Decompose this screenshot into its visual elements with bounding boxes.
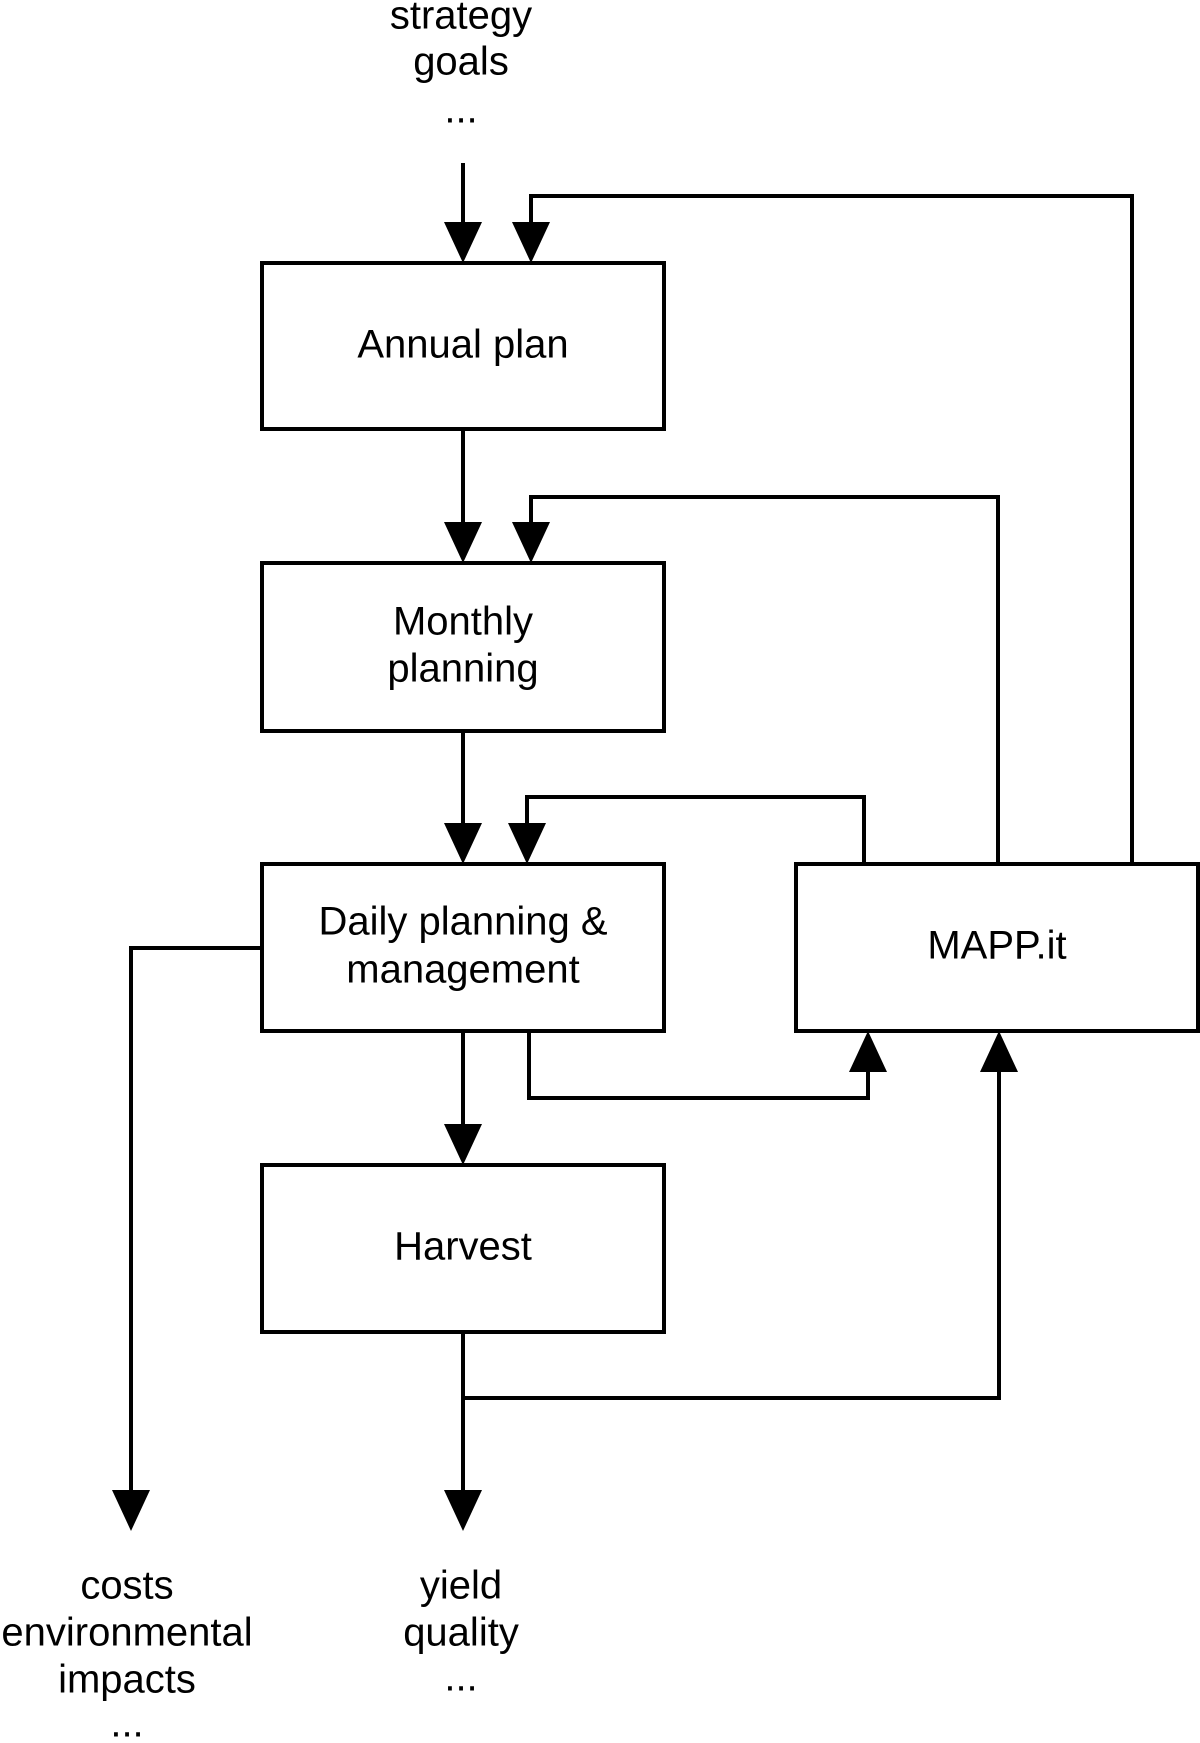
arrow-down-icon — [444, 823, 482, 864]
connectors — [129, 163, 1134, 1500]
output-label: impacts — [58, 1658, 196, 1702]
daily-planning-label: management — [346, 948, 579, 992]
arrowheads — [112, 222, 1018, 1531]
arrow-down-icon — [444, 522, 482, 563]
output-label: costs — [80, 1564, 173, 1608]
daily-planning-label: Daily planning & — [318, 900, 607, 944]
monthly-planning-box[interactable] — [260, 561, 666, 733]
harvest-label: Harvest — [394, 1225, 532, 1269]
arrow-down-icon — [444, 1490, 482, 1531]
arrow-up-icon — [849, 1031, 887, 1072]
input-label: ... — [444, 88, 477, 132]
daily-to-mapp-connector — [527, 1031, 870, 1100]
input-label: strategy — [390, 0, 532, 38]
output-label: quality — [403, 1611, 519, 1655]
arrow-up-icon — [980, 1031, 1018, 1072]
output-label: ... — [110, 1702, 143, 1743]
input-label: goals — [413, 40, 509, 84]
mapp-it-label: MAPP.it — [927, 924, 1066, 968]
monthly-planning-label: Monthly — [393, 600, 533, 644]
arrow-down-icon — [512, 222, 550, 263]
mapp-to-annual-connector — [529, 194, 1134, 864]
annual-plan-label: Annual plan — [357, 323, 568, 367]
output-label: environmental — [1, 1611, 252, 1655]
arrow-down-icon — [444, 222, 482, 263]
arrow-down-icon — [512, 522, 550, 563]
mapp-to-monthly-connector — [529, 495, 1000, 864]
arrow-down-icon — [508, 823, 546, 864]
output-label: yield — [420, 1564, 502, 1608]
output-label: ... — [444, 1656, 477, 1700]
annual-plan-box[interactable] — [260, 261, 666, 431]
monthly-planning-label: planning — [387, 647, 538, 691]
mapp-to-daily-connector — [525, 795, 866, 864]
harvest-to-mapp-connector — [463, 1059, 1001, 1400]
arrow-down-icon — [444, 1124, 482, 1165]
daily-to-costs-connector — [129, 946, 262, 1500]
arrow-down-icon — [112, 1490, 150, 1531]
harvest-box[interactable] — [260, 1163, 666, 1334]
mapp-it-box[interactable] — [794, 862, 1200, 1033]
